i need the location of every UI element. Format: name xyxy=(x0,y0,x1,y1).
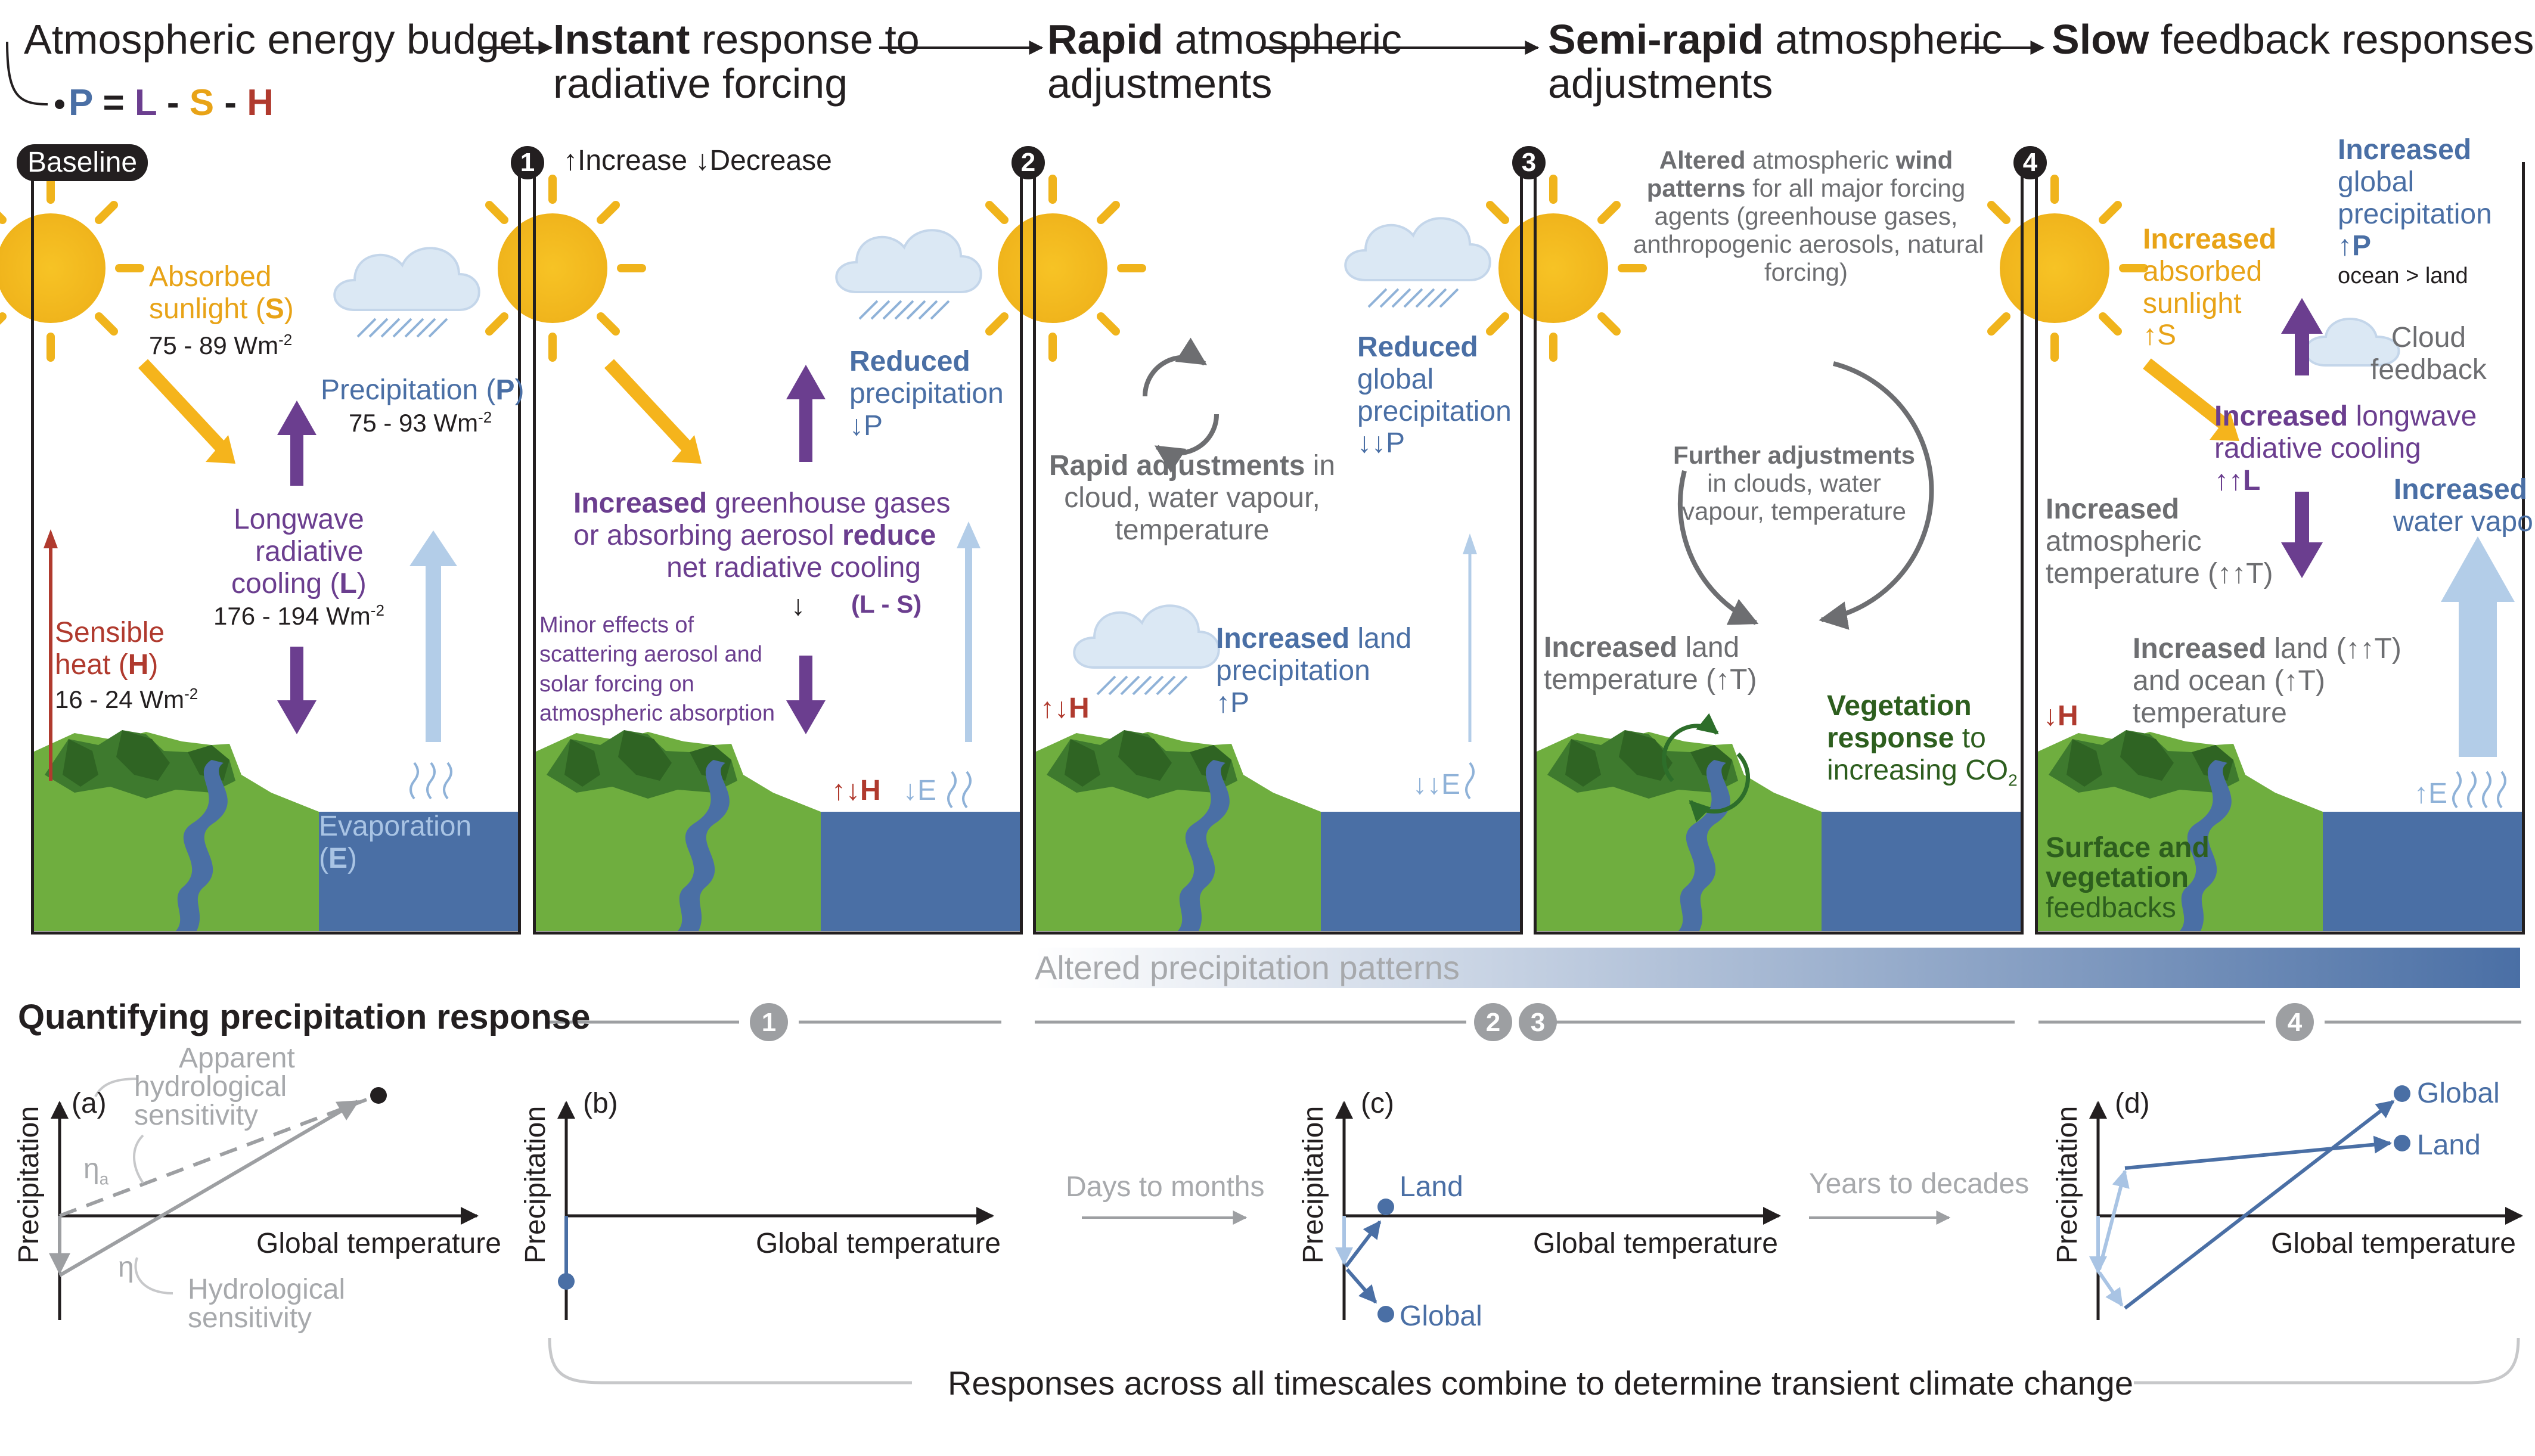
panel-semi-rapid xyxy=(1534,162,2024,935)
panel1-e-label: ↓E xyxy=(903,775,937,806)
panel-baseline xyxy=(31,162,521,935)
panel-number-1: 1 xyxy=(511,146,544,179)
ocean-land-label: ocean > land xyxy=(2338,263,2468,288)
chart-b-tag: (b) xyxy=(583,1088,618,1119)
panel2-e-label: ↓↓E xyxy=(1413,769,1461,800)
increase-decrease-legend: ↑Increase ↓Decrease xyxy=(563,145,832,176)
chart-a-xlabel: Global temperature xyxy=(256,1228,501,1259)
chart-c-tag: (c) xyxy=(1361,1088,1394,1119)
panel-number-4: 4 xyxy=(2013,146,2047,179)
panel-instant xyxy=(533,162,1023,935)
baseline-badge: Baseline xyxy=(17,144,148,181)
panel4-h-label: ↓H xyxy=(2043,700,2078,732)
eta-a-symbol: ηa xyxy=(83,1153,109,1188)
header-stage-4: Slow feedback responses xyxy=(2052,16,2534,63)
panel-number-2: 2 xyxy=(1011,146,1045,179)
sensible-heat-value: 16 - 24 Wm-2 xyxy=(55,685,198,713)
timeline-circle-4: 4 xyxy=(2287,1008,2303,1037)
decrease-arrow-label: ↓ xyxy=(791,590,805,622)
chart-b-xlabel: Global temperature xyxy=(756,1228,1001,1259)
altered-patterns-label: Altered precipitation patterns xyxy=(1035,949,1460,986)
panel1-h-label: ↑↓H xyxy=(831,775,881,806)
header-budget: Atmospheric energy budget xyxy=(24,16,535,63)
chart-c-land-label: Land xyxy=(1400,1171,1463,1203)
chart-c-global-label: Global xyxy=(1400,1300,1482,1332)
chart-d-xlabel: Global temperature xyxy=(2271,1228,2516,1259)
precipitation-label: Precipitation (P) xyxy=(321,374,525,406)
panel-number-3: 3 xyxy=(1512,146,1546,179)
chart-c-xlabel: Global temperature xyxy=(1533,1228,1778,1259)
budget-equation: P = L - S - H xyxy=(69,82,274,123)
panel2-h-label: ↑↓H xyxy=(1040,693,1090,724)
precipitation-value: 75 - 93 Wm-2 xyxy=(349,408,492,437)
combine-caption: Responses across all timescales combine … xyxy=(948,1364,2133,1402)
days-to-months-label: Days to months xyxy=(1066,1171,1265,1203)
timeline-circle-2: 2 xyxy=(1485,1008,1501,1037)
chart-d-ylabel: Precipitation xyxy=(2052,1106,2083,1263)
chart-a-ylabel: Precipitation xyxy=(13,1106,45,1263)
years-to-decades-label: Years to decades xyxy=(1809,1168,2030,1200)
absorbed-sunlight-value: 75 - 89 Wm-2 xyxy=(149,331,293,359)
longwave-cooling-value: 176 - 194 Wm-2 xyxy=(213,601,384,630)
chart-a-tag: (a) xyxy=(72,1088,107,1119)
l-minus-s-label: (L - S) xyxy=(851,590,922,618)
chart-d-land-label: Land xyxy=(2417,1129,2481,1161)
panel-slow xyxy=(2035,162,2525,935)
chart-d-tag: (d) xyxy=(2115,1088,2150,1119)
timeline-circle-3: 3 xyxy=(1530,1008,1546,1037)
timeline-circle-1: 1 xyxy=(761,1008,777,1037)
chart-b-ylabel: Precipitation xyxy=(520,1106,551,1263)
evaporation-label: Evaporation(E) xyxy=(319,811,472,874)
increased-land-ocean-label: Increased land (↑↑T)and ocean (↑T)temper… xyxy=(2133,633,2401,729)
panel4-e-label: ↑E xyxy=(2414,778,2448,809)
panel-rapid xyxy=(1033,162,1523,935)
chart-d-global-label: Global xyxy=(2417,1078,2500,1109)
eta-symbol: η xyxy=(118,1252,134,1283)
chart-c-ylabel: Precipitation xyxy=(1298,1106,1329,1263)
quantifying-title: Quantifying precipitation response xyxy=(18,998,591,1036)
